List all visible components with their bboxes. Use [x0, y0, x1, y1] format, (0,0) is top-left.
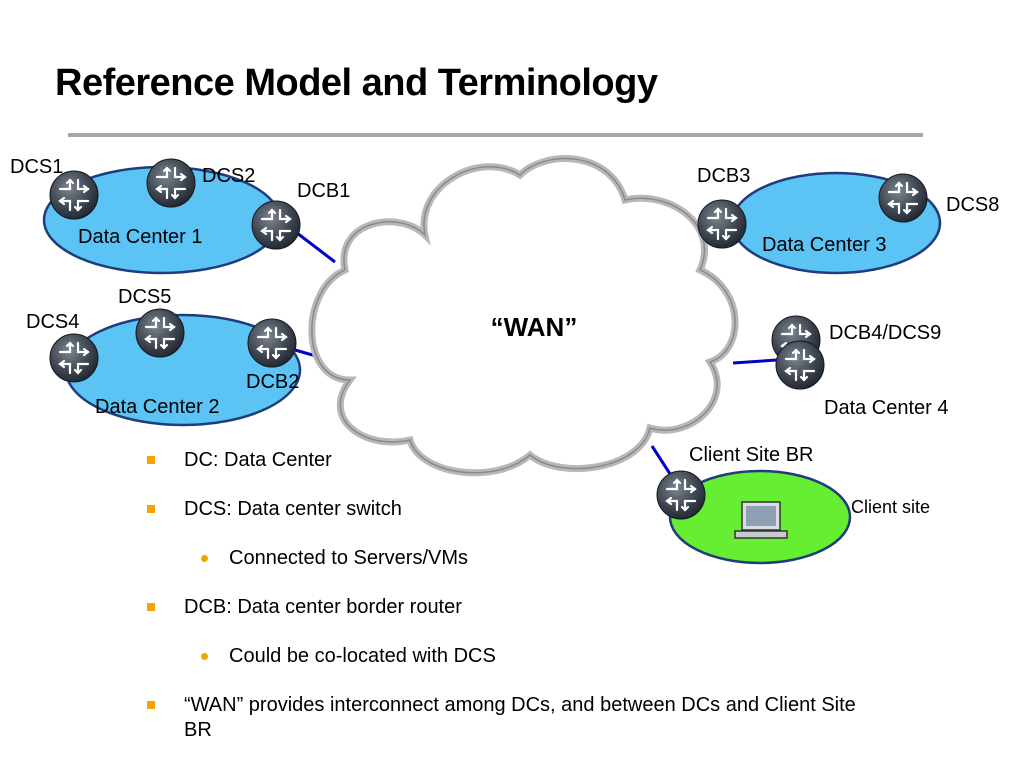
laptop-icon [734, 501, 788, 539]
slide-title: Reference Model and Terminology [55, 62, 658, 104]
label-dcs8: DCS8 [946, 194, 999, 216]
label-client-site: Client site [851, 497, 930, 517]
wan-label: “WAN” [491, 312, 578, 342]
label-data-center-1: Data Center 1 [78, 226, 203, 248]
label-dcs5: DCS5 [118, 286, 171, 308]
router-icon-dcb2 [246, 317, 298, 369]
link-clientbr-wan [650, 445, 674, 478]
title-divider [68, 133, 923, 137]
label-data-center-2: Data Center 2 [95, 396, 220, 418]
label-dcb2: DCB2 [246, 371, 299, 393]
list-item: DC: Data Center [145, 448, 865, 473]
router-icon-dcb1 [250, 199, 302, 251]
label-dcs2: DCS2 [202, 165, 255, 187]
list-item: Connected to Servers/VMs [145, 546, 865, 571]
list-item: “WAN” provides interconnect among DCs, a… [145, 693, 865, 743]
round-bullet-icon [201, 555, 208, 562]
label-client-site-br: Client Site BR [689, 444, 814, 466]
square-bullet-icon [147, 701, 155, 709]
link-dcb1-wan [296, 231, 336, 264]
label-dcb4-dcs9: DCB4/DCS9 [829, 322, 941, 344]
label-dcs4: DCS4 [26, 311, 79, 333]
list-item: DCS: Data center switch [145, 497, 865, 522]
router-icon-dcb4-dcs9 [774, 339, 826, 391]
router-icon-dcs1 [48, 169, 100, 221]
wan-cloud: “WAN” [308, 155, 739, 477]
router-icon-dcs5 [134, 307, 186, 359]
list-item: DCB: Data center border router [145, 595, 865, 620]
link-dcb4-wan [732, 358, 778, 365]
router-icon-dcs8 [877, 172, 929, 224]
label-dcs1: DCS1 [10, 156, 63, 178]
square-bullet-icon [147, 603, 155, 611]
label-data-center-4: Data Center 4 [824, 397, 949, 419]
router-icon-dcs4 [48, 332, 100, 384]
router-icon-dcs2 [145, 157, 197, 209]
label-dcb3: DCB3 [697, 165, 750, 187]
router-icon-dcb3 [696, 198, 748, 250]
terminology-list: DC: Data Center DCS: Data center switch … [145, 448, 865, 767]
label-dcb1: DCB1 [297, 180, 350, 202]
square-bullet-icon [147, 505, 155, 513]
label-data-center-3: Data Center 3 [762, 234, 887, 256]
square-bullet-icon [147, 456, 155, 464]
list-item: Could be co-located with DCS [145, 644, 865, 669]
round-bullet-icon [201, 653, 208, 660]
